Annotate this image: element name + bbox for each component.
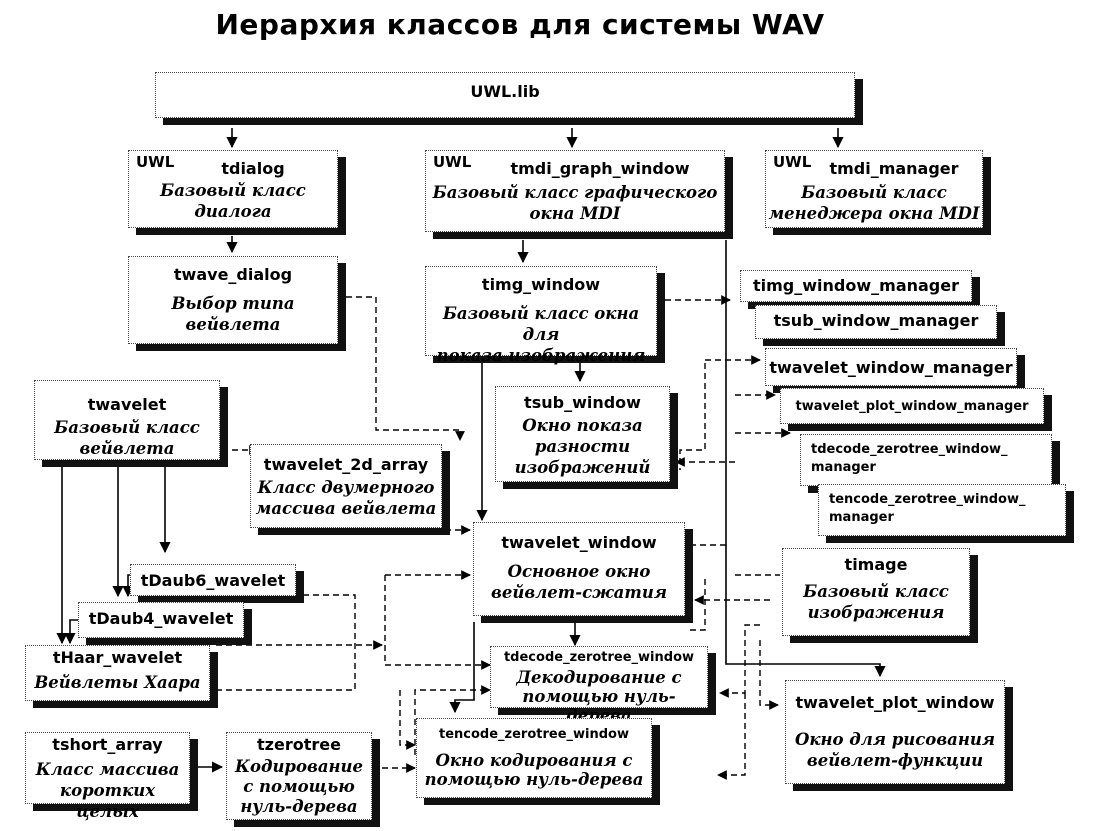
edge-timage-plot <box>759 640 779 710</box>
class-description: Базовый класс окна для показа изображени… <box>436 304 646 365</box>
class-name: twavelet <box>87 395 167 414</box>
class-description: Декодирование с помощью нуль-дерева <box>516 668 682 725</box>
uwl-tag: UWL <box>136 153 175 171</box>
class-description: Класс массива коротких целых <box>35 760 180 821</box>
edge-tdialog-link <box>346 296 465 441</box>
edge-tmdi-graph-twavelet-plot <box>725 240 886 678</box>
class-name: twave_dialog <box>173 265 293 284</box>
class-box-tzerotree: tzerotree Кодирование с помощью нуль-дер… <box>226 732 372 820</box>
class-name: timg_window <box>481 275 601 294</box>
class-box-tdecode-zerotree-window-manager: tdecode_zerotree_window_ manager <box>800 434 1052 486</box>
class-description: Основное окно вейвлет-сжатия <box>491 562 667 602</box>
class-name: tdecode_zerotree_window <box>503 650 695 665</box>
class-description: Окно показа разности изображений <box>514 416 651 477</box>
class-box-twavelet-window: twavelet_window Основное окно вейвлет-сж… <box>473 522 685 616</box>
edge-twavelet-window-tencode <box>449 622 475 714</box>
class-description: Базовый класс менеджера окна MDI <box>768 183 980 223</box>
class-box-tmdi-manager: UWL tmdi_manager Базовый класс менеджера… <box>765 150 983 228</box>
class-box-tsub-window: tsub_window Окно показа разности изображ… <box>495 386 670 482</box>
edge-tdaub4-thaar <box>64 619 78 645</box>
class-name: twavelet_plot_window_manager <box>795 399 1029 414</box>
class-description: Класс двумерного массива вейвлета <box>255 478 437 518</box>
uwl-tag: UWL <box>433 153 472 171</box>
edge-tdaub6-tdaub4 <box>122 574 134 598</box>
class-name: tzerotree <box>257 735 341 754</box>
class-box-tshort-array: tshort_array Класс массива коротких целы… <box>25 732 190 821</box>
class-box-twavelet-plot-window-manager: twavelet_plot_window_manager <box>780 388 1044 424</box>
class-name: tdecode_zerotree_window_ manager <box>811 442 1008 475</box>
class-box-tdaub6-wavelet: tDaub6_wavelet <box>130 564 296 596</box>
class-box-tdaub4-wavelet: tDaub4_wavelet <box>78 602 244 638</box>
class-name: tsub_window_manager <box>773 311 979 330</box>
class-name: timage <box>844 555 908 574</box>
class-description: Базовый класс изображения <box>803 582 949 622</box>
class-name: tHaar_wavelet <box>52 648 183 667</box>
class-box-twavelet-window-manager: twavelet_window_manager <box>765 348 1017 386</box>
class-description: Базовый класс диалога <box>160 181 306 221</box>
class-box-tdecode-zerotree-window: tdecode_zerotree_window Декодирование с … <box>490 646 708 725</box>
class-name: timg_window_manager <box>753 276 959 295</box>
edge-2d-window <box>439 515 471 535</box>
class-description: Базовый класс графического окна MDI <box>432 183 718 223</box>
class-box-twavelet-2d-array: twavelet_2d_array Класс двумерного масси… <box>250 444 442 528</box>
class-box-twavelet-plot-window: twavelet_plot_window Окно для рисования … <box>785 680 1005 784</box>
class-name: UWL.lib <box>470 82 540 101</box>
edge-window-manager <box>679 363 706 470</box>
edge-thaar-decode-3 <box>384 575 491 670</box>
edge-thaar-decode-1 <box>216 594 356 691</box>
class-description: Окно кодирования с помощью нуль-дерева <box>424 751 644 789</box>
class-name: tDaub4_wavelet <box>88 609 234 628</box>
class-name: twavelet_2d_array <box>263 455 429 474</box>
class-box-tencode-zerotree-window-manager: tencode_zerotree_window_ manager <box>818 484 1066 536</box>
edge-timage-decode <box>719 624 760 698</box>
class-name: tDaub6_wavelet <box>140 571 286 590</box>
class-description: Выбор типа вейвлета <box>171 294 295 334</box>
diagram-title: Иерархия классов для системы WAV <box>215 8 825 41</box>
class-name: tsub_window <box>524 393 641 412</box>
class-name: twavelet_window <box>501 533 657 552</box>
edge-thaar-encode <box>399 690 416 750</box>
class-box-timg-window: timg_window Базовый класс окна для показ… <box>425 266 657 365</box>
class-box-tmdi-graph-window: UWL tmdi_graph_window Базовый класс граф… <box>425 150 725 232</box>
edge-timage-encode <box>717 693 746 780</box>
class-box-twavelet: twavelet Базовый класс вейвлета <box>34 380 220 460</box>
class-description: Окно для рисования вейвлет-функции <box>794 730 995 770</box>
class-box-twave-dialog: twave_dialog Выбор типа вейвлета <box>128 256 338 344</box>
class-name: twavelet_plot_window <box>795 693 995 712</box>
class-box-tsub-window-manager: tsub_window_manager <box>755 305 997 339</box>
edge-tdecode-twavelet-window <box>690 575 706 631</box>
edge-encode-decode <box>414 685 491 755</box>
class-box-thaar-wavelet: tHaar_wavelet Вейвлеты Хаара <box>25 645 210 701</box>
uwl-tag: UWL <box>773 153 812 171</box>
class-name: tmdi_graph_window <box>510 159 690 178</box>
class-box-tdialog: UWL tdialog Базовый класс диалога <box>128 150 338 228</box>
class-name: tdialog <box>221 159 285 178</box>
class-description: Кодирование с помощью нуль-дерева <box>234 757 364 816</box>
class-box-uwl-lib: UWL.lib <box>155 72 855 118</box>
class-name: twavelet_window_manager <box>769 358 1013 377</box>
class-box-timg-window-manager: timg_window_manager <box>740 270 972 302</box>
class-name: tencode_zerotree_window <box>439 727 629 742</box>
class-name: tshort_array <box>52 735 163 754</box>
class-description: Базовый класс вейвлета <box>54 418 200 458</box>
class-box-timage: timage Базовый класс изображения <box>782 548 970 636</box>
class-description: Вейвлеты Хаара <box>34 673 201 692</box>
class-box-tencode-zerotree-window: tencode_zerotree_window Окно кодирования… <box>416 718 652 798</box>
class-name: tmdi_manager <box>829 159 959 178</box>
class-name: tencode_zerotree_window_ manager <box>829 492 1026 525</box>
